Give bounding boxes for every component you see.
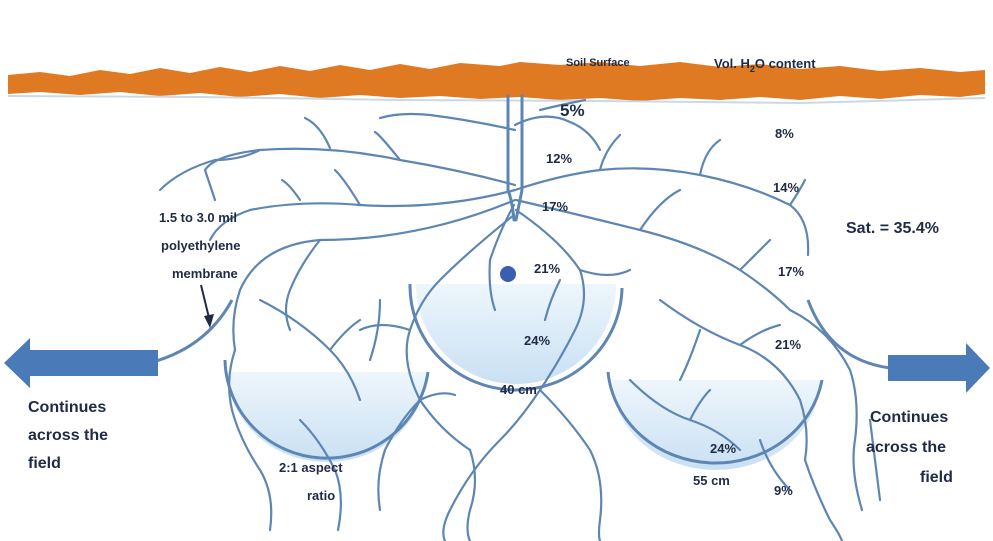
moisture-14: 14%: [773, 180, 799, 195]
spacing-55cm: 55 cm: [693, 473, 730, 488]
moisture-21-right: 21%: [775, 337, 801, 352]
aspect-ratio-line2: ratio: [307, 488, 335, 503]
moisture-24-right: 24%: [710, 441, 736, 456]
right-continues-line1: Continues: [870, 409, 948, 426]
moisture-17-center: 17%: [542, 199, 568, 214]
membrane-label-line1: 1.5 to 3.0 mil: [159, 210, 237, 225]
soil-surface-band: [8, 62, 985, 101]
membrane-pointer: [200, 284, 214, 328]
membrane-trough-center: [408, 283, 624, 392]
root-system: [158, 94, 882, 541]
membrane-label-line3: membrane: [172, 266, 238, 281]
membrane-trough-left: [223, 359, 430, 462]
soil-surface-label: Soil Surface: [566, 57, 630, 69]
soil-surface-shadow: [7, 95, 986, 105]
left-arrow: [4, 338, 158, 388]
right-continues-line3: field: [920, 469, 953, 486]
membrane-edge-right: [806, 299, 891, 370]
moisture-17-right: 17%: [778, 264, 804, 279]
left-continues-line3: field: [28, 455, 61, 472]
right-arrow: [888, 343, 990, 393]
aspect-ratio-line1: 2:1 aspect: [279, 460, 343, 475]
spacing-40cm: 40 cm: [500, 382, 537, 397]
right-continues-line2: across the: [866, 439, 946, 456]
membrane-edge-left: [144, 299, 234, 366]
moisture-21-center: 21%: [534, 261, 560, 276]
sensor-dot: [500, 266, 516, 282]
moisture-24-center: 24%: [524, 333, 550, 348]
moisture-8: 8%: [775, 126, 794, 141]
left-continues-line2: across the: [28, 427, 108, 444]
moisture-9: 9%: [774, 483, 793, 498]
membrane-label-line2: polyethylene: [161, 238, 240, 253]
moisture-12: 12%: [546, 151, 572, 166]
saturation-label: Sat. = 35.4%: [846, 220, 939, 237]
left-continues-line1: Continues: [28, 399, 106, 416]
vol-water-content-label: Vol. H2O content: [714, 56, 816, 74]
moisture-5: 5%: [560, 101, 585, 120]
